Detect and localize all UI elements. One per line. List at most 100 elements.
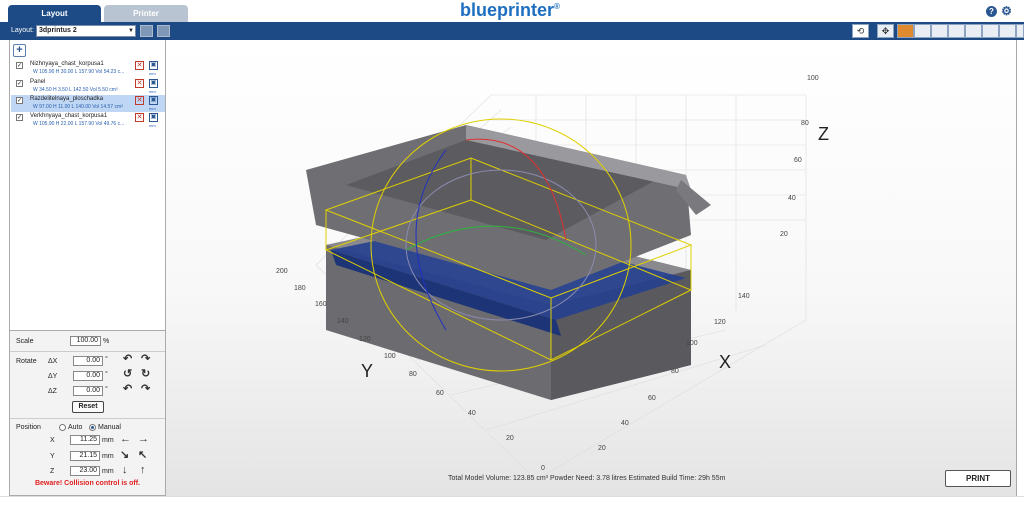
rotate-y-label: ΔY — [48, 373, 58, 380]
tab-printer[interactable]: Printer — [104, 5, 188, 22]
x-tick: 140 — [738, 293, 750, 300]
tab-layout[interactable]: Layout — [8, 5, 101, 22]
x-tick: 100 — [686, 340, 698, 347]
object-row[interactable]: ✓ Nizhnyaya_chast_korpusa1 W 105.90 H 30… — [11, 60, 165, 77]
arrow-down-icon[interactable]: ↓ — [122, 464, 128, 476]
z-tick: 20 — [780, 231, 788, 238]
move-icon[interactable]: ✥ — [877, 24, 894, 38]
x-tick: 20 — [598, 445, 606, 452]
view-top-icon[interactable] — [914, 24, 931, 38]
undo-icon[interactable] — [157, 25, 170, 37]
rotate-x-cw-icon[interactable]: ↷ — [141, 353, 151, 365]
view-left-icon[interactable] — [948, 24, 965, 38]
add-model-icon[interactable]: + — [13, 44, 26, 57]
y-tick: 120 — [359, 336, 371, 343]
object-row[interactable]: ✓ Razdelitelnaya_ploschadka W 97.00 H 11… — [11, 95, 165, 112]
y-tick: 180 — [294, 285, 306, 292]
rotate-z-input[interactable]: 0.00 — [73, 386, 103, 396]
y-tick: 60 — [436, 390, 444, 397]
print-button[interactable]: PRINT — [945, 470, 1011, 487]
delete-icon[interactable]: ✕ — [135, 61, 144, 70]
manual-radio[interactable] — [89, 424, 96, 431]
mm-unit: mm — [102, 468, 114, 475]
rotate-z-label: ΔZ — [48, 388, 57, 395]
transform-panel: Scale 100.00 % Rotate ΔX 0.00 ° ↶ ↷ ΔY 0… — [9, 330, 166, 496]
scale-input[interactable]: 100.00 — [70, 336, 101, 346]
x-tick: 40 — [621, 420, 629, 427]
pos-y-input[interactable]: 21.15 — [70, 451, 100, 461]
rotate-y-ccw-icon[interactable]: ↺ — [123, 368, 133, 380]
degree-unit: ° — [105, 386, 108, 393]
layout-label: Layout: — [11, 27, 34, 34]
z-tick: 40 — [788, 195, 796, 202]
rotate-z-ccw-icon[interactable]: ↶ — [123, 383, 133, 395]
pos-x-label: X — [50, 437, 55, 444]
pos-x-input[interactable]: 11.25 — [70, 435, 100, 445]
auto-radio[interactable] — [59, 424, 66, 431]
visibility-checkbox[interactable]: ✓ — [16, 80, 23, 87]
auto-label: Auto — [68, 424, 83, 431]
rotate-x-ccw-icon[interactable]: ↶ — [123, 353, 133, 365]
view-front-icon[interactable] — [931, 24, 948, 38]
y-tick: 100 — [384, 353, 396, 360]
edit-icon[interactable]: ▣ — [149, 113, 158, 122]
mm-unit: mm — [102, 437, 114, 444]
unit-label: mm — [149, 123, 156, 128]
scale-label: Scale — [16, 338, 34, 345]
selection-bbox — [324, 157, 693, 361]
model-upper-body[interactable] — [306, 125, 711, 290]
position-label: Position — [16, 424, 41, 431]
degree-unit: ° — [105, 371, 108, 378]
view-iso-icon[interactable] — [897, 24, 914, 38]
visibility-checkbox[interactable]: ✓ — [16, 114, 23, 121]
z-tick: 100 — [807, 75, 819, 82]
delete-icon[interactable]: ✕ — [135, 96, 144, 105]
arrow-up-icon[interactable]: ↑ — [140, 464, 146, 476]
view-back-icon[interactable] — [982, 24, 999, 38]
help-icon[interactable]: ? — [986, 6, 997, 17]
rotate-z-cw-icon[interactable]: ↷ — [141, 383, 151, 395]
visibility-checkbox[interactable]: ✓ — [16, 62, 23, 69]
unit-label: mm — [149, 106, 156, 111]
object-row[interactable]: ✓ Verkhnyaya_chast_korpusa1 W 105.90 H 2… — [11, 112, 165, 129]
rotation-gizmo[interactable] — [370, 118, 632, 372]
rotate-y-input[interactable]: 0.00 — [73, 371, 103, 381]
arrow-down-right-icon[interactable]: ↘ — [120, 449, 130, 461]
edit-icon[interactable]: ▣ — [149, 96, 158, 105]
gear-icon[interactable]: ⚙ — [1001, 4, 1012, 18]
rotate-label: Rotate — [16, 358, 37, 365]
view-iso2-icon[interactable] — [999, 24, 1016, 38]
status-bar: Total Model Volume: 123.85 cm³ Powder Ne… — [448, 475, 726, 482]
rotate-x-label: ΔX — [48, 358, 58, 365]
view-right-icon[interactable] — [965, 24, 982, 38]
manual-label: Manual — [98, 424, 121, 431]
y-tick: 20 — [506, 435, 514, 442]
rotate-x-input[interactable]: 0.00 — [73, 356, 103, 366]
main-toolbar: Layout: 3dprintus 2▼ ⟲ ✥ — [0, 22, 1024, 40]
y-tick: 140 — [337, 318, 349, 325]
reset-rotation-button[interactable]: Reset — [72, 401, 104, 413]
build-volume-scene[interactable]: Z Y X 100 80 60 40 20 200 180 160 140 12… — [166, 40, 1017, 496]
arrow-left-icon[interactable]: ← — [120, 433, 131, 445]
y-tick: 80 — [409, 371, 417, 378]
visibility-checkbox[interactable]: ✓ — [16, 97, 23, 104]
delete-icon[interactable]: ✕ — [135, 113, 144, 122]
view-bottom-icon[interactable] — [1016, 24, 1024, 38]
save-layout-icon[interactable] — [140, 25, 153, 37]
reset-view-icon[interactable]: ⟲ — [852, 24, 869, 38]
unit-label: mm — [149, 89, 156, 94]
arrow-up-left-icon[interactable]: ↖ — [138, 449, 148, 461]
object-name: Verkhnyaya_chast_korpusa1 — [30, 113, 108, 119]
top-header: Layout Printer blueprinter® ? ⚙ — [0, 0, 1024, 22]
layout-select[interactable]: 3dprintus 2▼ — [36, 25, 136, 37]
3d-viewport[interactable]: Z Y X 100 80 60 40 20 200 180 160 140 12… — [166, 40, 1017, 496]
x-axis-label: X — [719, 352, 731, 372]
edit-icon[interactable]: ▣ — [149, 61, 158, 70]
object-row[interactable]: ✓ Panel W 34.50 H 3.50 L 142.50 Vol 5.50… — [11, 78, 165, 95]
edit-icon[interactable]: ▣ — [149, 79, 158, 88]
rotate-y-cw-icon[interactable]: ↻ — [141, 368, 151, 380]
arrow-right-icon[interactable]: → — [138, 433, 149, 445]
layout-select-value: 3dprintus 2 — [39, 27, 77, 34]
delete-icon[interactable]: ✕ — [135, 79, 144, 88]
pos-z-input[interactable]: 23.00 — [70, 466, 100, 476]
